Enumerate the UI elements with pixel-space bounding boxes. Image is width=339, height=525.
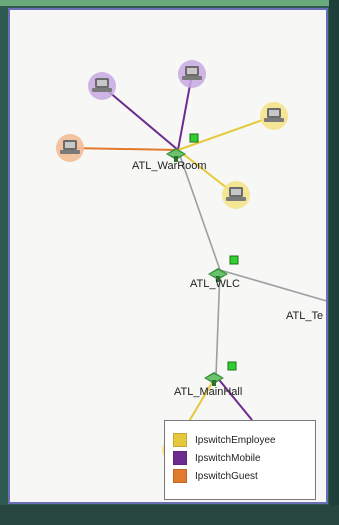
client-employee-1[interactable]	[260, 102, 288, 130]
network-map-canvas[interactable]: ATL_WarRoom ATL_WLC ATL_Te ATL_MainHall …	[8, 8, 328, 504]
status-green-square	[189, 133, 199, 143]
node-label-te: ATL_Te	[286, 310, 324, 322]
legend-row-employee: IpswitchEmployee	[173, 431, 307, 449]
legend-row-mobile: IpswitchMobile	[173, 449, 307, 467]
link-wlc-te	[219, 269, 326, 302]
legend-label-mobile: IpswitchMobile	[195, 452, 261, 464]
laptop-icon	[264, 108, 284, 122]
laptop-icon	[226, 187, 246, 201]
access-point-icon	[166, 148, 186, 162]
legend-label-employee: IpswitchEmployee	[195, 434, 276, 446]
status-green-square	[227, 361, 237, 371]
node-label-mainhall: ATL_MainHall	[174, 386, 243, 398]
laptop-icon	[60, 140, 80, 154]
legend-swatch-employee	[173, 433, 187, 447]
client-mobile-1[interactable]	[88, 72, 116, 100]
client-guest-1[interactable]	[56, 134, 84, 162]
node-label-warroom: ATL_WarRoom	[132, 160, 207, 172]
top-border	[0, 0, 339, 6]
access-point-icon	[208, 268, 228, 282]
legend-swatch-guest	[173, 469, 187, 483]
bottom-border	[0, 505, 339, 525]
link-mobile-1	[101, 85, 179, 151]
legend-swatch-mobile	[173, 451, 187, 465]
laptop-icon	[92, 78, 112, 92]
legend: IpswitchEmployee IpswitchMobile Ipswitch…	[164, 420, 316, 500]
ap-mainhall[interactable]	[204, 361, 237, 386]
node-label-wlc: ATL_WLC	[190, 278, 240, 290]
legend-row-guest: IpswitchGuest	[173, 467, 307, 485]
laptop-icon	[182, 66, 202, 80]
link-mainhall-mobile	[215, 375, 253, 421]
access-point-icon	[204, 372, 224, 386]
right-border	[329, 0, 339, 525]
link-employee-1	[177, 115, 275, 151]
client-employee-2[interactable]	[222, 181, 250, 209]
client-nodes	[56, 60, 288, 460]
infrastructure-nodes	[166, 133, 239, 386]
link-wlc-mainhall	[215, 269, 221, 377]
ap-warroom[interactable]	[166, 133, 199, 162]
link-guest-1	[69, 147, 179, 151]
client-mobile-2[interactable]	[178, 60, 206, 88]
ap-wlc[interactable]	[208, 255, 239, 282]
legend-label-guest: IpswitchGuest	[195, 470, 258, 482]
status-green-square	[229, 255, 239, 265]
links	[69, 73, 326, 451]
link-warroom-wlc	[177, 149, 221, 271]
